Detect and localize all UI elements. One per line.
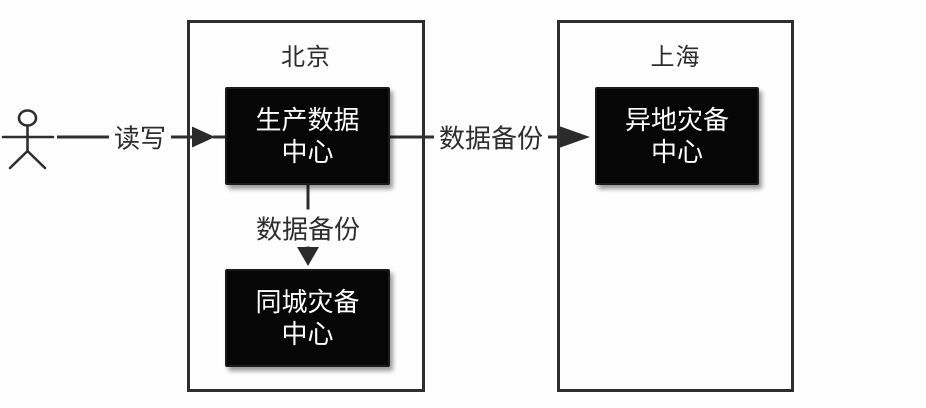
edge-label-backup-local: 数据备份 bbox=[250, 209, 366, 247]
user-actor-icon bbox=[1, 109, 55, 170]
node-remote-dr-center: 异地灾备 中心 bbox=[595, 87, 759, 185]
node-label-line: 中心 bbox=[650, 137, 703, 167]
edge-label-read-write: 读写 bbox=[108, 118, 172, 156]
node-label-line: 同城灾备 bbox=[255, 287, 360, 317]
node-local-dr-center: 同城灾备 中心 bbox=[225, 269, 390, 367]
node-label-line: 中心 bbox=[281, 137, 334, 167]
edge-label-backup-remote: 数据备份 bbox=[433, 118, 549, 156]
node-label-line: 中心 bbox=[281, 319, 334, 349]
node-production-data-center: 生产数据 中心 bbox=[225, 87, 390, 185]
region-title-beijing: 北京 bbox=[281, 44, 331, 71]
region-beijing: 北京 bbox=[187, 20, 425, 392]
region-title-shanghai: 上海 bbox=[650, 44, 701, 71]
node-label-line: 异地灾备 bbox=[624, 105, 729, 135]
node-label-line: 生产数据 bbox=[255, 105, 360, 135]
region-shanghai: 上海 bbox=[557, 20, 794, 392]
